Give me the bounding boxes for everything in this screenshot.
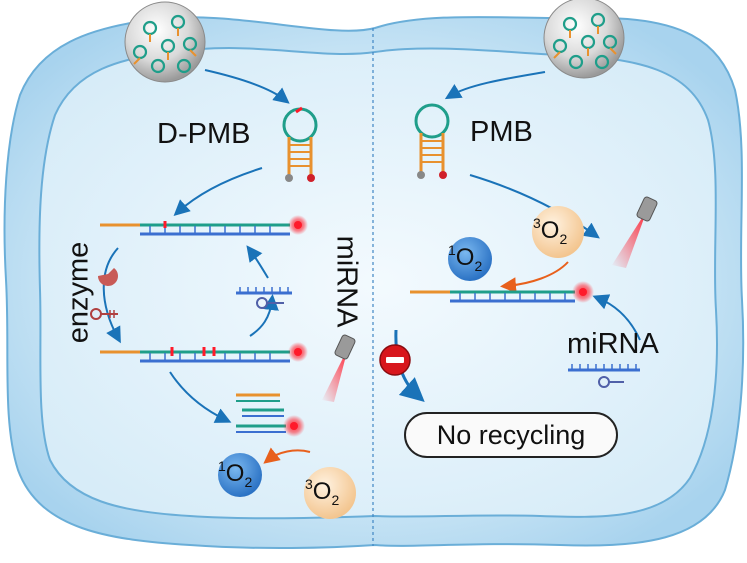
label-triplet-oxygen-right: 3O2: [533, 215, 568, 247]
label-mirna-left: miRNA: [330, 235, 363, 328]
no-recycling-box: No recycling: [404, 412, 618, 458]
laser-left: [322, 334, 356, 402]
label-singlet-oxygen-right: 1O2: [448, 242, 483, 274]
label-singlet-oxygen-left: 1O2: [218, 458, 253, 490]
duplex-probe-right: [410, 281, 594, 303]
arrow-triplet-to-singlet-right: [500, 261, 569, 294]
triplet-oxygen-right: [532, 206, 584, 258]
hairpin-d-pmb: [282, 106, 318, 182]
arrow-hairpin-to-duplex: [173, 167, 263, 217]
arrow-mirna-release: [249, 294, 279, 337]
nanoparticle-left: [124, 1, 206, 83]
mirna-strand-right: [568, 364, 640, 388]
mirna-strand-left: [236, 287, 292, 309]
arrow-to-fragments: [169, 371, 232, 423]
arrow-np-to-dpmb: [204, 69, 290, 104]
nanoparticle-right: [543, 0, 625, 79]
label-pmb: PMB: [470, 116, 533, 148]
arrow-triplet-to-singlet-left: [263, 447, 311, 464]
hairpin-pmb: [414, 103, 450, 179]
label-enzyme: enzyme: [62, 241, 95, 344]
cleaved-probe-icon: [90, 308, 118, 320]
singlet-oxygen-right: [448, 237, 492, 281]
label-triplet-oxygen-left: 3O2: [305, 476, 340, 508]
enzyme-icon: [98, 268, 118, 286]
label-d-pmb: D-PMB: [157, 118, 251, 150]
duplex-probe-top: [100, 215, 308, 236]
arrow-mirna-recycle: [246, 245, 269, 279]
label-mirna-right: miRNA: [567, 328, 659, 360]
laser-right: [612, 196, 658, 268]
probe-fragments: [236, 393, 305, 437]
no-recycling-label: No recycling: [436, 419, 586, 450]
stop-icon: [379, 344, 411, 376]
arrow-mirna-bind-right: [592, 294, 641, 341]
singlet-oxygen-left: [218, 453, 262, 497]
arrow-np-to-pmb: [444, 71, 546, 100]
triplet-oxygen-left: [304, 467, 356, 519]
cell-inner-compartment: [38, 47, 718, 520]
duplex-probe-cleaved: [100, 342, 308, 363]
arrow-cycle-down: [102, 247, 121, 344]
